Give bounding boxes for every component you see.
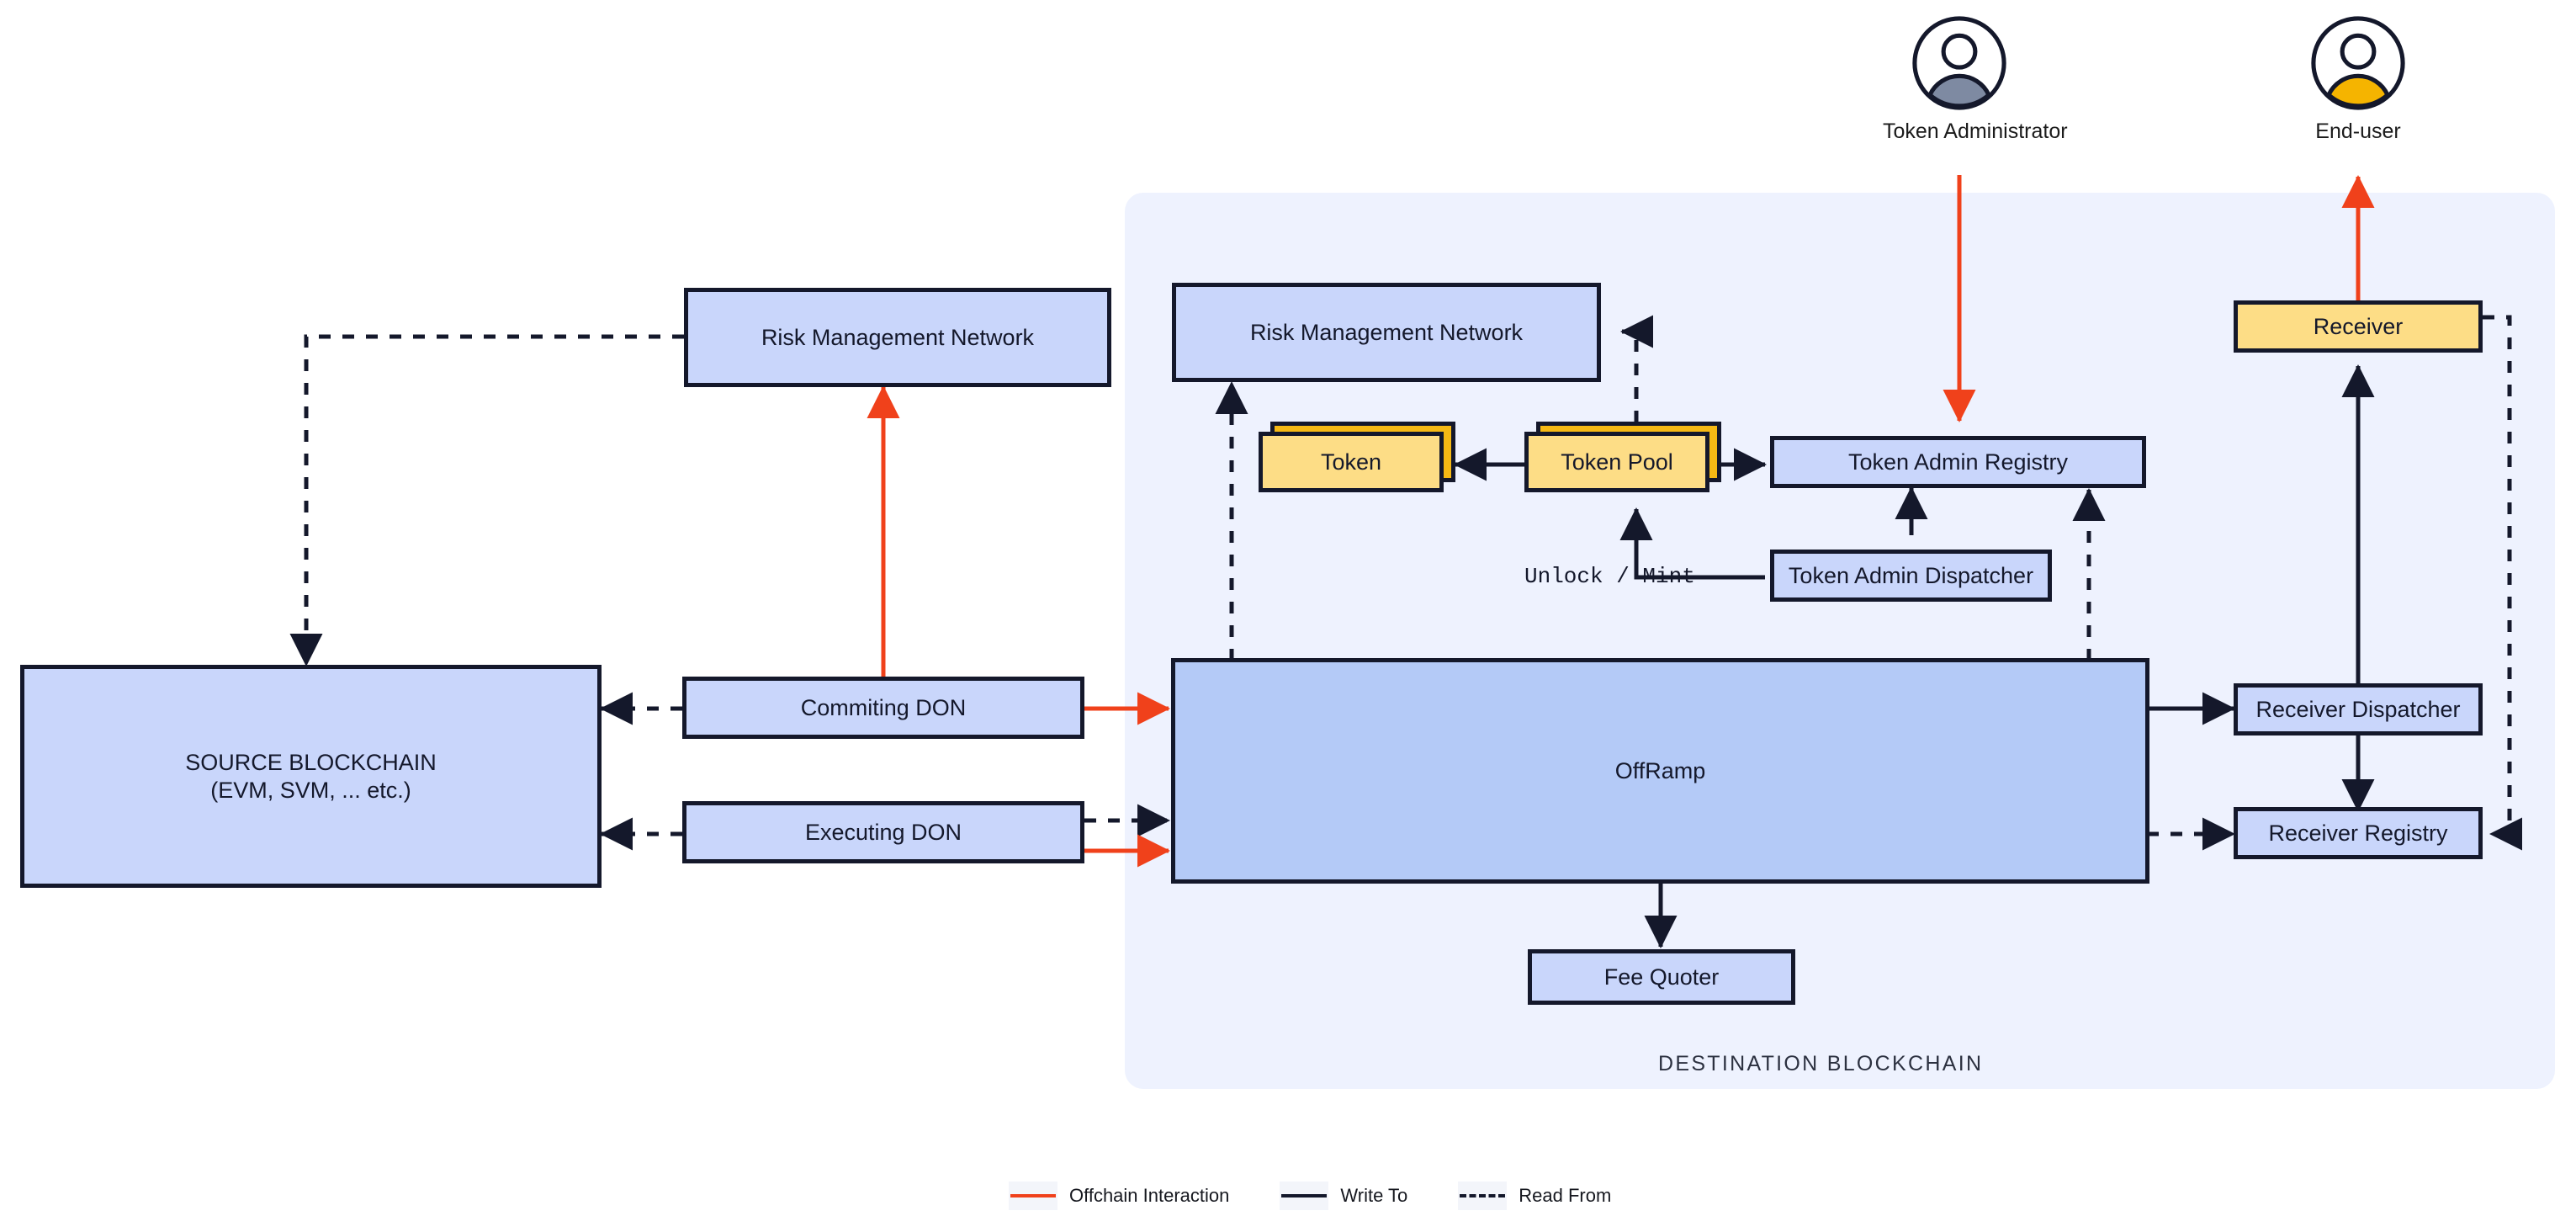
node-executing-don[interactable]: Executing DON [682, 801, 1084, 863]
node-label-receiver-dispatcher: Receiver Dispatcher [2255, 696, 2461, 722]
node-label-offramp: OffRamp [1614, 757, 1706, 783]
node-token-face: Token [1259, 432, 1444, 492]
node-receiver[interactable]: Receiver [2234, 300, 2483, 353]
node-receiver-registry[interactable]: Receiver Registry [2234, 807, 2483, 859]
node-token[interactable]: Token [1259, 422, 1455, 492]
node-label-token: Token [1320, 449, 1382, 475]
person-icon [1912, 16, 2006, 110]
node-label-executing-don: Executing DON [804, 819, 962, 845]
node-rmn-source[interactable]: Risk Management Network [684, 288, 1111, 387]
actor-end-user: End-user [2282, 13, 2435, 144]
node-label-rmn-source: Risk Management Network [761, 324, 1035, 350]
legend-item-offchain-interaction: Offchain Interaction [1009, 1182, 1280, 1210]
edge-rmn-source-to-source-blockchain [289, 334, 684, 666]
node-label-fee-quoter: Fee Quoter [1603, 964, 1720, 990]
node-token-pool-face: Token Pool [1524, 432, 1709, 492]
actor-label: Token Administrator [1883, 119, 2068, 143]
legend-swatch-offchain [1009, 1182, 1057, 1210]
edge-token-pool-to-rmn-destination [1620, 315, 1654, 422]
node-fee-quoter[interactable]: Fee Quoter [1528, 949, 1795, 1005]
actor-label: End-user [2315, 119, 2401, 143]
node-source-blockchain[interactable]: SOURCE BLOCKCHAIN (EVM, SVM, ... etc.) [20, 665, 602, 888]
legend-item-write-to: Write To [1280, 1182, 1458, 1210]
node-label-committing-don: Commiting DON [800, 694, 967, 720]
node-receiver-dispatcher[interactable]: Receiver Dispatcher [2234, 683, 2483, 735]
edge-token-admin-dispatcher-to-token-pool [1619, 507, 1765, 580]
node-offramp[interactable]: OffRamp [1171, 658, 2149, 884]
node-rmn-destination[interactable]: Risk Management Network [1172, 283, 1601, 382]
node-token-admin-registry[interactable]: Token Admin Registry [1770, 436, 2146, 488]
node-label-receiver: Receiver [2313, 313, 2404, 339]
node-token-pool[interactable]: Token Pool [1524, 422, 1721, 492]
node-label-token-admin-dispatcher: Token Admin Dispatcher [1788, 562, 2034, 588]
legend-swatch-read-from [1458, 1182, 1508, 1210]
edge-receiver-to-receiver-registry [2483, 315, 2523, 851]
legend-label-read-from: Read From [1519, 1185, 1612, 1206]
node-committing-don[interactable]: Commiting DON [682, 677, 1084, 739]
node-label-token-pool: Token Pool [1561, 449, 1673, 475]
legend-label-offchain: Offchain Interaction [1069, 1185, 1230, 1206]
legend-swatch-write-to [1280, 1182, 1329, 1210]
legend-item-read-from: Read From [1458, 1182, 1611, 1210]
node-label-source-blockchain: SOURCE BLOCKCHAIN (EVM, SVM, ... etc.) [185, 749, 437, 803]
legend: Offchain Interaction Write To Read From [1009, 1182, 1611, 1210]
actor-token-administrator: Token Administrator [1883, 13, 2068, 144]
node-label-rmn-destination: Risk Management Network [1249, 319, 1524, 345]
node-label-token-admin-registry: Token Admin Registry [1847, 449, 2069, 475]
person-icon [2311, 16, 2405, 110]
legend-label-write-to: Write To [1340, 1185, 1408, 1206]
node-label-receiver-registry: Receiver Registry [2268, 820, 2448, 846]
node-token-admin-dispatcher[interactable]: Token Admin Dispatcher [1770, 550, 2052, 602]
edge-label-unlock-mint: Unlock / Mint [1524, 564, 1695, 589]
destination-blockchain-label: DESTINATION BLOCKCHAIN [1658, 1052, 1984, 1075]
